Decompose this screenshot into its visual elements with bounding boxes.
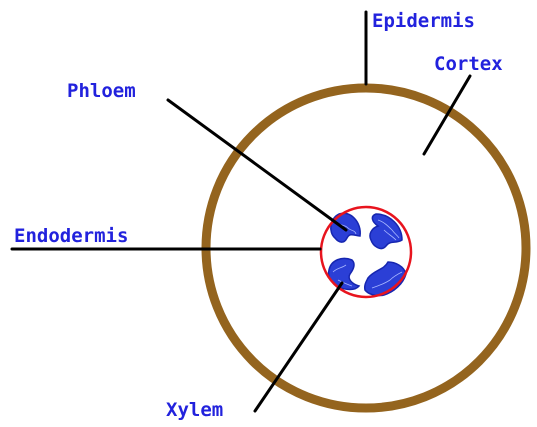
epidermis-label: Epidermis <box>372 10 475 32</box>
cortex-label: Cortex <box>434 53 503 75</box>
phloem-label: Phloem <box>67 80 136 102</box>
xylem-label: Xylem <box>166 399 223 421</box>
endodermis-label: Endodermis <box>14 225 128 247</box>
